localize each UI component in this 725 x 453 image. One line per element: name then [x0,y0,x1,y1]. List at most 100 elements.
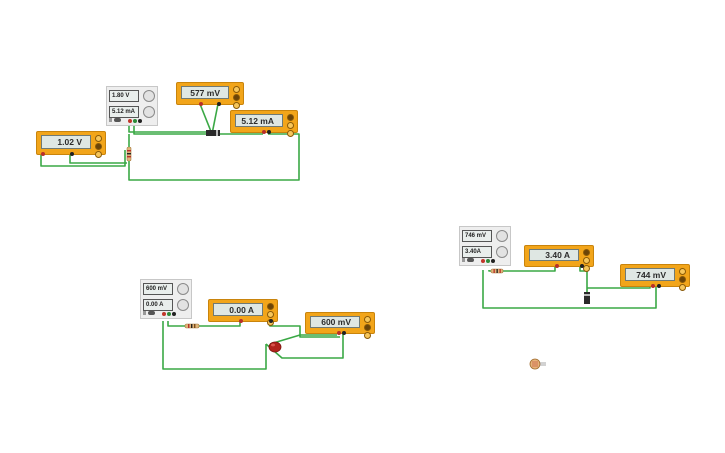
wire[interactable] [128,126,210,133]
terminal-negative[interactable] [138,119,142,123]
mode-knob[interactable] [267,311,274,318]
resistor[interactable] [125,147,133,161]
mode-knob[interactable] [364,332,371,339]
meter-display: 577 mV [181,86,229,99]
current-dial[interactable] [496,246,508,258]
wire[interactable] [167,321,185,327]
probe-terminal[interactable] [239,319,243,323]
mode-knob[interactable] [287,130,294,137]
terminal-negative[interactable] [491,259,495,263]
mode-knob[interactable] [287,114,294,121]
probe-terminal[interactable] [199,102,203,106]
mode-knob[interactable] [679,284,686,291]
probe-terminal[interactable] [41,152,45,156]
mode-knob[interactable] [364,324,371,331]
power-switch[interactable] [114,118,121,122]
current-dial[interactable] [143,106,155,118]
voltage-display: 1.80 V [109,90,139,102]
probe-terminal[interactable] [262,130,266,134]
mode-selector[interactable] [583,249,590,273]
probe-terminal[interactable] [337,331,341,335]
meter-display: 3.40 A [529,249,579,261]
wire[interactable] [211,103,219,135]
multimeter-voltage-3[interactable]: 600 mV [305,312,375,339]
mode-selector[interactable] [95,135,102,159]
multimeter-current-1[interactable]: 5.12 mA [230,110,298,137]
current-dial[interactable] [177,299,189,311]
meter-display: 5.12 mA [235,114,283,127]
mode-knob[interactable] [267,303,274,310]
resistor[interactable] [184,322,200,330]
terminal-positive[interactable] [128,119,132,123]
probe-terminal[interactable] [580,264,584,268]
current-display: 3.40A [462,246,492,258]
terminal-ground[interactable] [133,119,137,123]
terminal-positive[interactable] [162,312,166,316]
mode-knob[interactable] [583,257,590,264]
probe-terminal[interactable] [555,264,559,268]
diode[interactable] [583,291,591,305]
mode-selector[interactable] [287,114,294,138]
probe-terminal[interactable] [70,152,74,156]
wire[interactable] [269,334,337,345]
photoresistor[interactable] [528,358,548,370]
wire[interactable] [133,126,214,135]
current-display: 5.12 mA [109,106,139,118]
wire[interactable] [40,150,126,167]
voltage-dial[interactable] [177,283,189,295]
resistor[interactable] [490,267,504,275]
mode-selector[interactable] [267,303,274,327]
voltage-dial[interactable] [143,90,155,102]
wire[interactable] [128,133,300,181]
power-indicator [462,258,465,262]
terminal-positive[interactable] [481,259,485,263]
power-supply-3[interactable]: 746 mV 3.40A [459,226,511,266]
power-supply-1[interactable]: 1.80 V 5.12 mA [106,86,158,126]
probe-terminal[interactable] [217,102,221,106]
wire[interactable] [199,103,213,135]
voltage-dial[interactable] [496,230,508,242]
multimeter-voltage-4[interactable]: 744 mV [620,264,690,291]
voltage-display: 600 mV [143,283,173,295]
diode[interactable] [205,129,221,137]
mode-selector[interactable] [364,316,371,340]
mode-knob[interactable] [679,276,686,283]
mode-selector[interactable] [233,86,240,110]
mode-knob[interactable] [233,86,240,93]
mode-knob[interactable] [95,151,102,158]
power-indicator [109,118,112,122]
mode-knob[interactable] [583,249,590,256]
probe-terminal[interactable] [657,284,661,288]
mode-selector[interactable] [679,268,686,292]
mode-knob[interactable] [233,94,240,101]
terminal-ground[interactable] [167,312,171,316]
wire[interactable] [482,270,657,309]
led[interactable] [266,341,282,353]
probe-terminal[interactable] [342,331,346,335]
power-switch[interactable] [148,311,155,315]
terminal-ground[interactable] [486,259,490,263]
mode-knob[interactable] [95,135,102,142]
probe-terminal[interactable] [267,130,271,134]
terminal-negative[interactable] [172,312,176,316]
meter-display: 0.00 A [213,303,263,316]
multimeter-current-3[interactable]: 3.40 A [524,245,594,272]
mode-knob[interactable] [95,143,102,150]
probe-terminal[interactable] [269,319,273,323]
mode-knob[interactable] [287,122,294,129]
probe-terminal[interactable] [651,284,655,288]
wire[interactable] [162,321,267,370]
wire[interactable] [69,154,127,164]
multimeter-voltage-1[interactable]: 1.02 V [36,131,106,158]
mode-knob[interactable] [233,102,240,109]
current-display: 0.00 A [143,299,173,311]
power-supply-2[interactable]: 600 mV 0.00 A [140,279,192,319]
power-switch[interactable] [467,258,474,262]
multimeter-current-2[interactable]: 0.00 A [208,299,278,326]
multimeter-voltage-2[interactable]: 577 mV [176,82,244,109]
mode-knob[interactable] [679,268,686,275]
voltage-display: 746 mV [462,230,492,242]
mode-knob[interactable] [583,265,590,272]
mode-knob[interactable] [364,316,371,323]
